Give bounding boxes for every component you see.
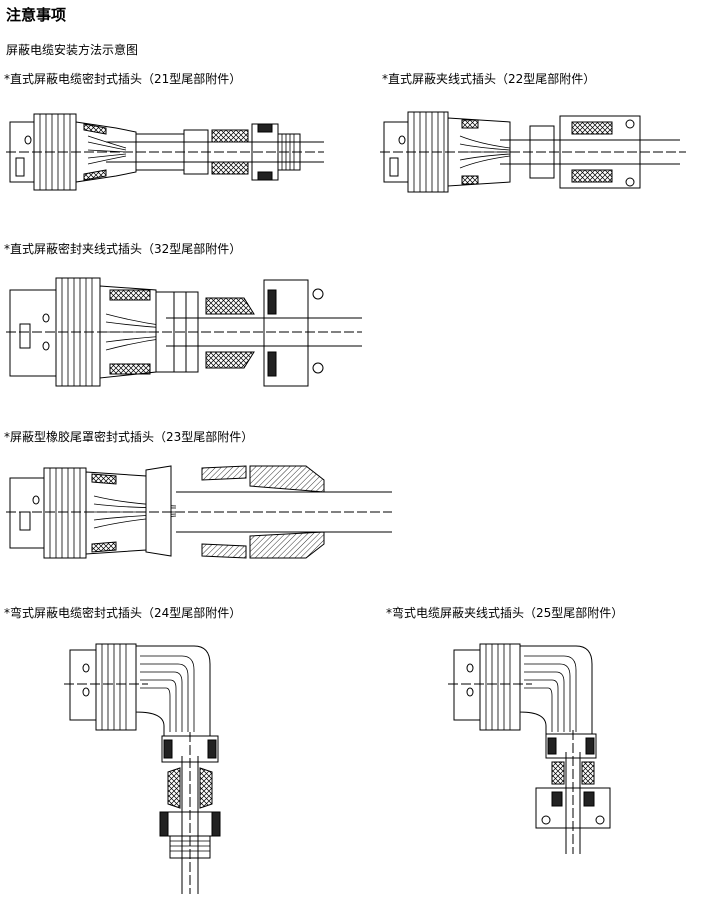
braid-top [211,129,249,143]
page-title: 注意事项 [6,6,67,24]
braid-bottom [211,161,249,175]
boot-top-section [201,465,247,481]
rubber-boot-bottom [249,531,325,559]
diagram-23-connector [6,465,392,559]
boot-bottom-section [201,543,247,559]
caption-24: *弯式屏蔽电缆密封式插头（24型尾部附件） [4,606,242,620]
elbow-housing [135,645,211,737]
diagram-24-connector [64,643,221,894]
seal-bottom [205,351,255,369]
caption-25: *弯式电缆屏蔽夹线式插头（25型尾部附件） [386,606,624,620]
page-subtitle: 屏蔽电缆安装方法示意图 [6,43,139,57]
diagram-32-connector [6,277,362,387]
caption-22: *直式屏蔽夹线式插头（22型尾部附件） [382,72,596,86]
caption-32: *直式屏蔽密封夹线式插头（32型尾部附件） [4,242,242,256]
diagram-21-connector [6,113,324,191]
braid-left [167,767,181,809]
braid-right [199,767,213,809]
caption-21: *直式屏蔽电缆密封式插头（21型尾部附件） [4,72,242,86]
rubber-boot-top [249,465,325,493]
seal-top [205,297,255,315]
diagram-25-connector [448,643,611,854]
caption-23: *屏蔽型橡胶尾罩密封式插头（23型尾部附件） [4,430,254,444]
diagram-22-connector [380,111,686,193]
